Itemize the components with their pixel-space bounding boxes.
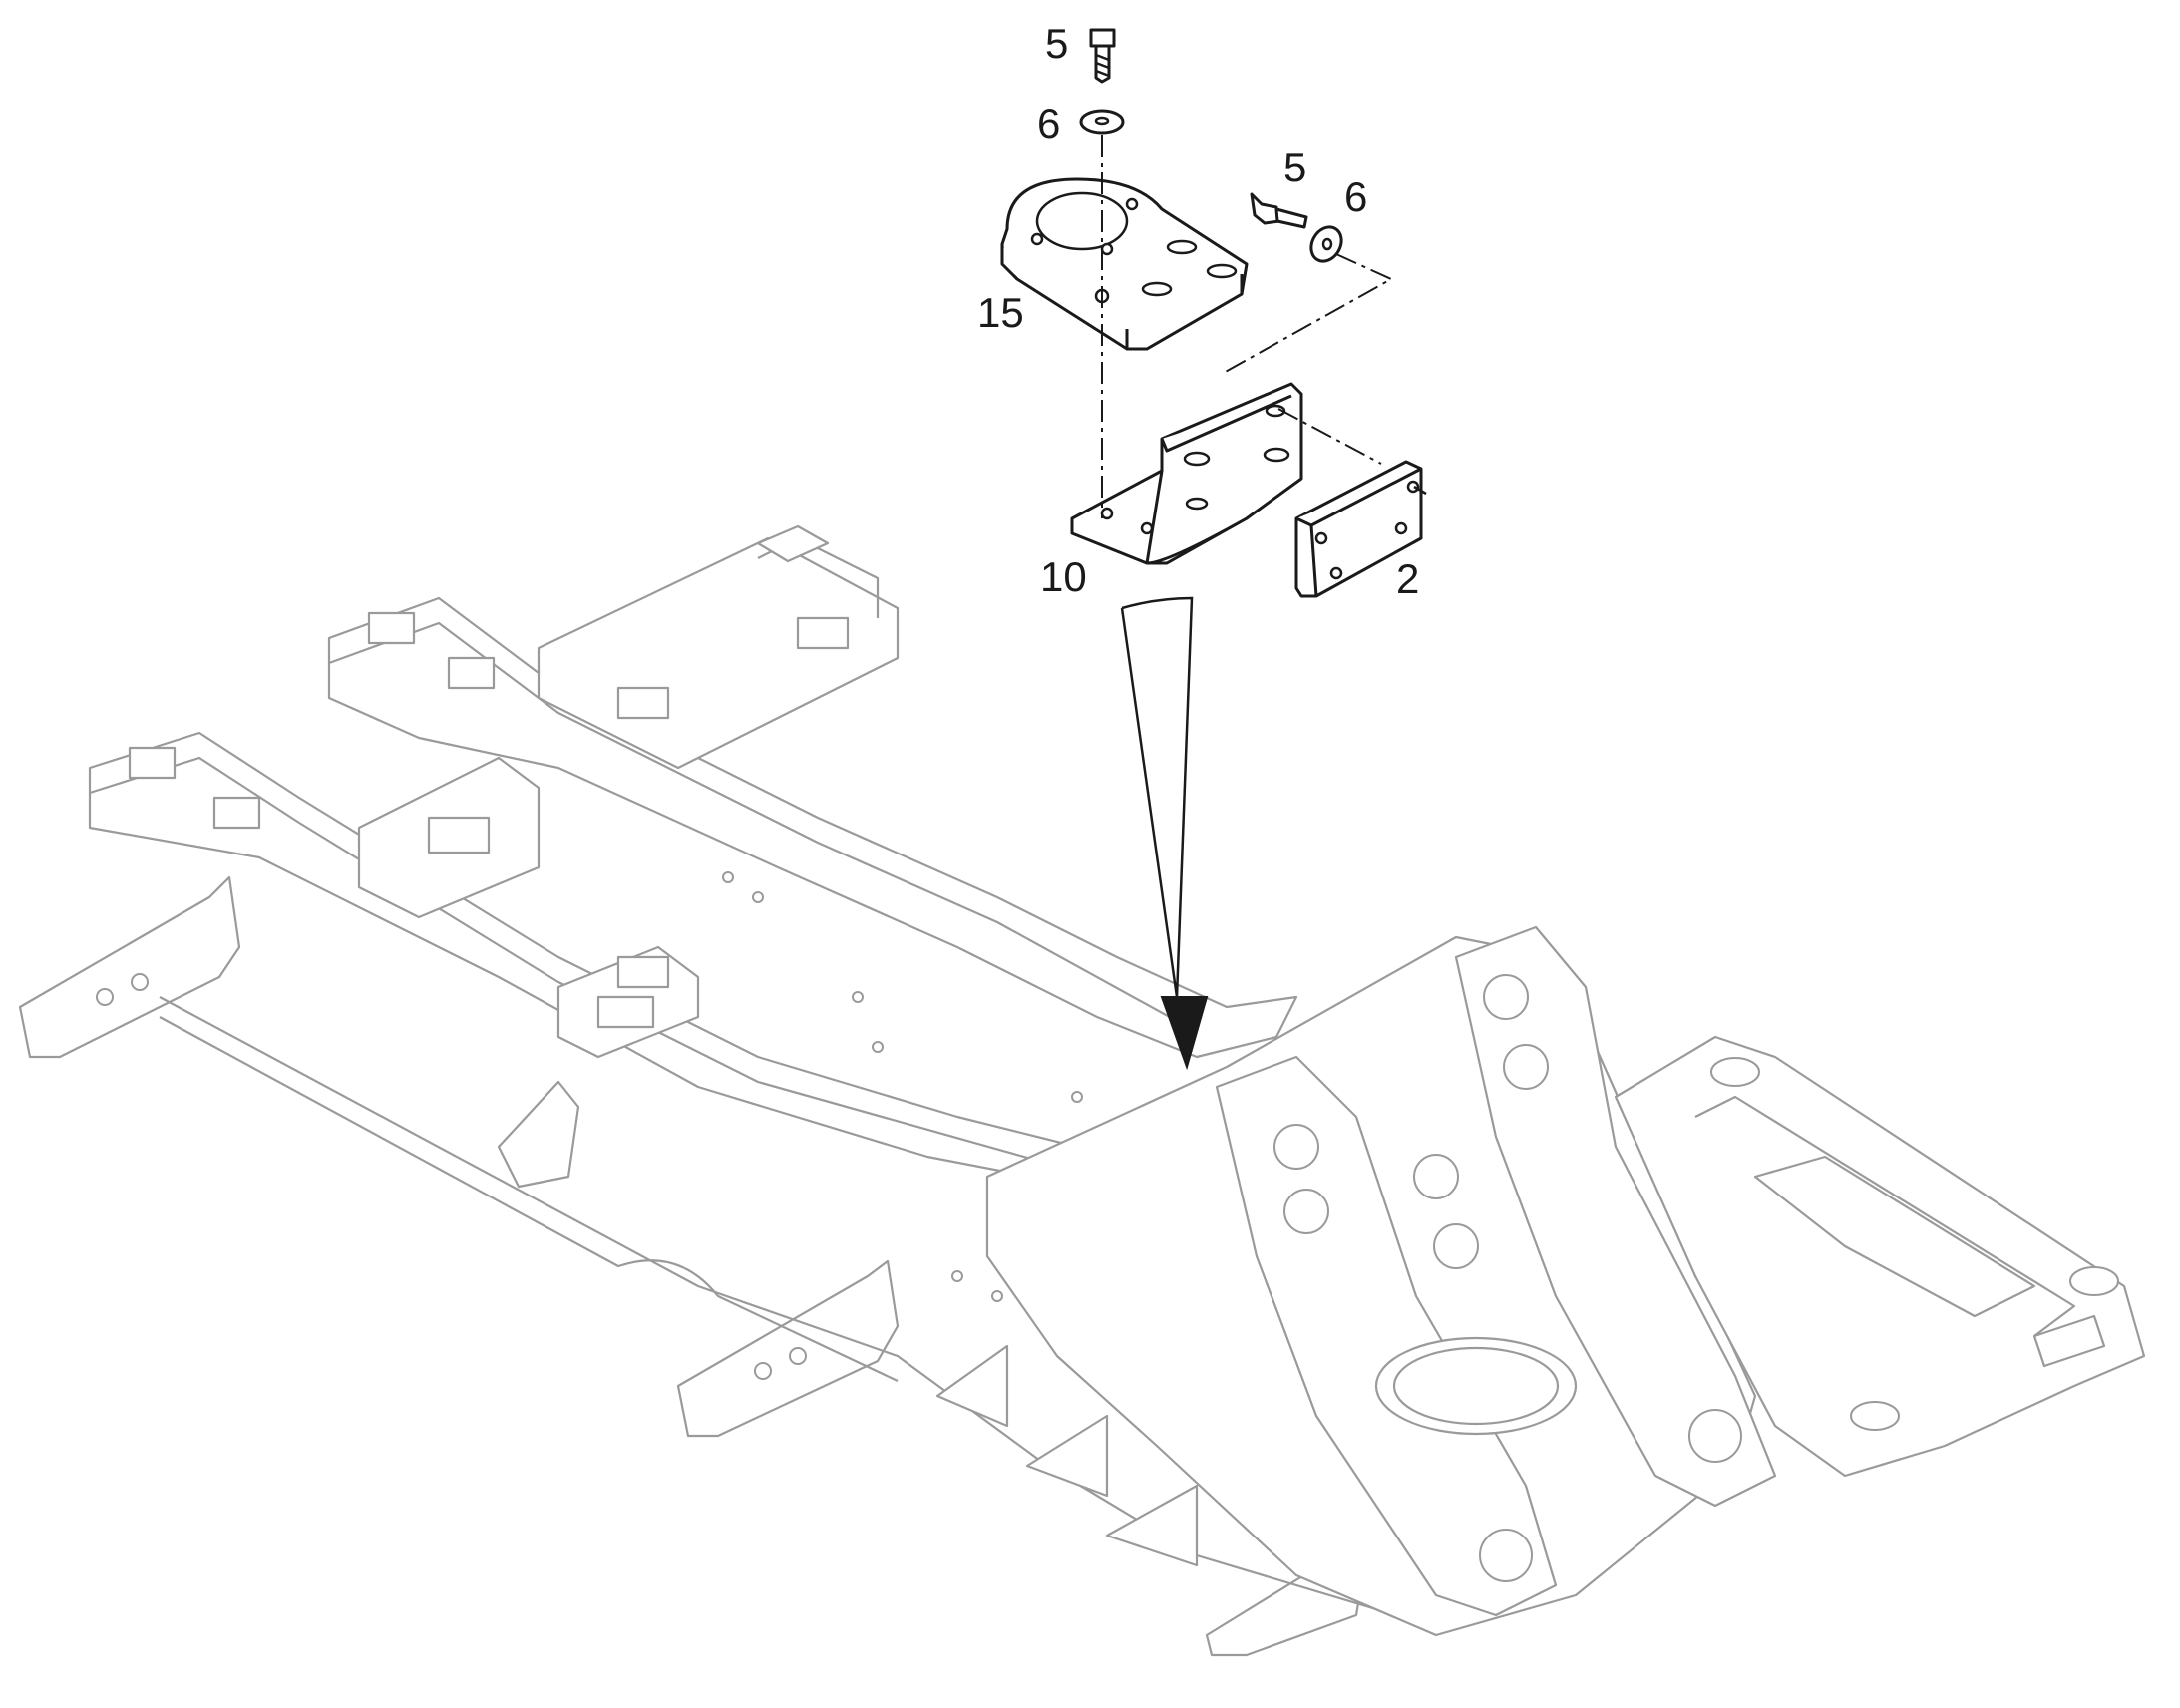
centerline-spacer-out [1413,485,1427,496]
washer-top-6 [1079,109,1125,135]
centerline-side-bolt [1221,253,1394,375]
callout-washer-top: 6 [1037,100,1060,147]
bracket-plate-15 [1000,177,1249,351]
location-arrow [1120,596,1209,1071]
frame-hook-left-lower [676,1259,900,1438]
callout-spacer-plate: 2 [1396,555,1419,602]
angle-bracket-10 [1070,382,1303,565]
callout-angle-bracket: 10 [1040,553,1087,600]
location-arrow-shaft [1120,596,1194,998]
washer-side-6 [1309,225,1343,263]
assembly-lines [1101,135,1427,518]
frame-hook-left-upper [18,875,241,1059]
frame-rear-box [1614,1035,2146,1478]
callout-washer-side: 6 [1344,173,1367,220]
bolt-side-5 [1250,192,1308,229]
angle-bracket-10-wall [1145,382,1303,565]
bolt-top-5 [1089,28,1116,84]
callout-bracket-plate: 15 [977,289,1024,336]
bracket-plate-15-hole [1035,191,1129,251]
callout-bolt-side: 5 [1283,144,1306,190]
bracket-plate-15-body [1000,177,1249,351]
frame-turntable-ring [1374,1336,1578,1436]
location-arrow-head [1160,996,1209,1071]
callout-bolt-top: 5 [1045,20,1068,67]
bolt-side-5-shank [1274,207,1308,229]
centerline-spacer [1277,408,1382,465]
chassis-frame [18,524,2146,1657]
bolt-top-5-head [1089,28,1116,48]
spacer-plate-2 [1294,460,1423,598]
spacer-plate-2-body [1294,460,1423,598]
